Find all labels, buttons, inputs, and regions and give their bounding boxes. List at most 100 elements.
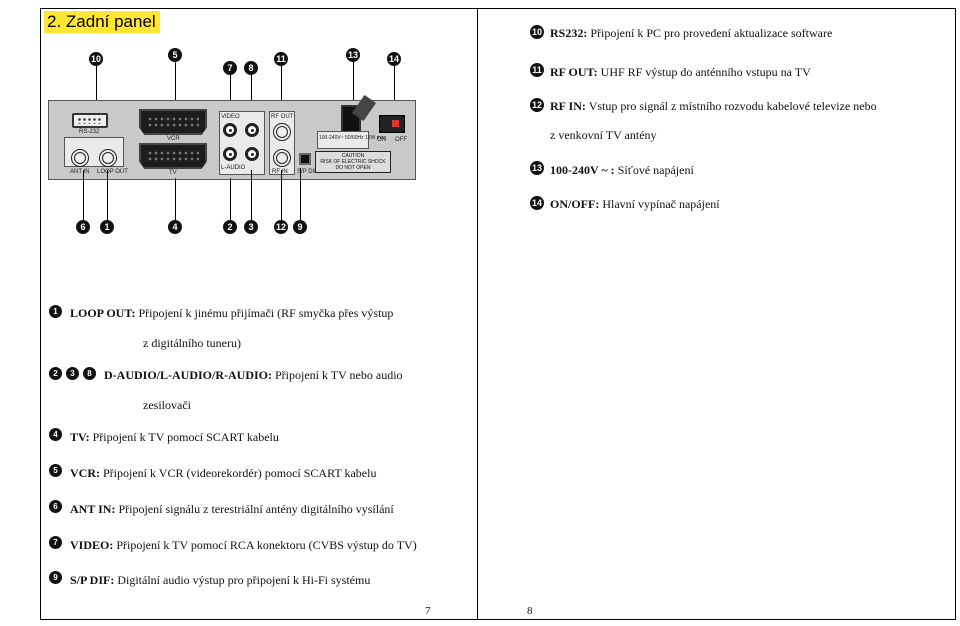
desc-audio-cont: zesilovači bbox=[143, 398, 191, 412]
item-badge-1: 1 bbox=[49, 305, 62, 318]
desc-vcr: VCR: Připojení k VCR (videorekordér) pom… bbox=[70, 466, 376, 481]
caution-label: CAUTION RISK OF ELECTRIC SHOCK DO NOT OP… bbox=[315, 151, 391, 173]
desc-rf-out: RF OUT: UHF RF výstup do anténního vstup… bbox=[550, 65, 811, 80]
page-number-left: 7 bbox=[425, 605, 431, 617]
r-audio-rca-port bbox=[245, 123, 259, 137]
item-badge-2: 2 bbox=[49, 367, 62, 380]
spdif-label: S/P DIF bbox=[297, 169, 318, 175]
l-audio-rca-port bbox=[223, 147, 237, 161]
video-label: VIDEO bbox=[221, 114, 240, 120]
text: Digitální audio výstup pro připojení k H… bbox=[117, 573, 371, 587]
item-badge-14: 14 bbox=[530, 196, 544, 210]
loop-out-port bbox=[99, 149, 117, 167]
leader-line bbox=[107, 170, 108, 220]
text: Připojení k PC pro provedení aktualizace… bbox=[590, 26, 833, 40]
item-badge-7: 7 bbox=[49, 536, 62, 549]
leader-line bbox=[96, 66, 97, 119]
callout-8: 8 bbox=[244, 61, 258, 75]
off-label: OFF bbox=[395, 137, 407, 143]
leader-line bbox=[281, 170, 282, 220]
term: 100-240V ~ : bbox=[550, 163, 615, 177]
callout-3: 3 bbox=[244, 220, 258, 234]
term: LOOP OUT: bbox=[70, 306, 136, 320]
item-badge-9: 9 bbox=[49, 571, 62, 584]
rf-plate bbox=[269, 111, 295, 175]
desc-rf-in-cont: z venkovní TV antény bbox=[550, 128, 657, 142]
item-badge-11: 11 bbox=[530, 63, 544, 77]
vcr-label: VCR bbox=[167, 136, 180, 142]
desc-rs232: RS232: Připojení k PC pro provedení aktu… bbox=[550, 26, 832, 41]
tv-scart-port bbox=[139, 143, 207, 169]
leader-line bbox=[353, 62, 354, 106]
desc-on-off: ON/OFF: Hlavní vypínač napájení bbox=[550, 197, 720, 212]
page-divider bbox=[477, 8, 478, 620]
rf-out-label: RF OUT bbox=[271, 114, 294, 120]
leader-line bbox=[281, 66, 282, 112]
text: Síťové napájení bbox=[617, 163, 694, 177]
desc-ant-in: ANT IN: Připojení signálu z terestriální… bbox=[70, 502, 394, 517]
item-badge-10: 10 bbox=[530, 25, 544, 39]
term: RF IN: bbox=[550, 99, 586, 113]
term: VCR: bbox=[70, 466, 100, 480]
leader-line bbox=[230, 75, 231, 118]
desc-loop-out: LOOP OUT: Připojení k jinému přijímači (… bbox=[70, 306, 393, 321]
item-badge-12: 12 bbox=[530, 98, 544, 112]
callout-10: 10 bbox=[89, 52, 103, 66]
loop-out-label: LOOP OUT bbox=[97, 169, 128, 175]
callout-5: 5 bbox=[168, 48, 182, 62]
vcr-scart-port bbox=[139, 109, 207, 135]
rating-plate bbox=[317, 131, 369, 149]
desc-spdif: S/P DIF: Digitální audio výstup pro přip… bbox=[70, 573, 370, 588]
tv-label: TV bbox=[169, 170, 177, 176]
ant-in-port bbox=[71, 149, 89, 167]
desc-video: VIDEO: Připojení k TV pomocí RCA konekto… bbox=[70, 538, 417, 553]
rf-out-port bbox=[273, 123, 291, 141]
r-audio-rca-port-2 bbox=[245, 147, 259, 161]
callout-13: 13 bbox=[346, 48, 360, 62]
page-number-right: 8 bbox=[527, 605, 533, 617]
text: Připojení k jinému přijímači (RF smyčka … bbox=[138, 306, 394, 320]
leader-line bbox=[175, 62, 176, 112]
text: Hlavní vypínač napájení bbox=[602, 197, 720, 211]
term: RF OUT: bbox=[550, 65, 598, 79]
callout-11: 11 bbox=[274, 52, 288, 66]
page-frame bbox=[40, 8, 956, 620]
video-rca-port bbox=[223, 123, 237, 137]
text: Připojení k TV pomocí RCA konektoru (CVB… bbox=[116, 538, 417, 552]
on-off-switch bbox=[379, 115, 405, 133]
item-badge-8: 8 bbox=[83, 367, 96, 380]
leader-line bbox=[300, 168, 301, 220]
desc-rf-in: RF IN: Vstup pro signál z místního rozvo… bbox=[550, 99, 877, 114]
text: Vstup pro signál z místního rozvodu kabe… bbox=[588, 99, 877, 113]
caution-text: RISK OF ELECTRIC SHOCK DO NOT OPEN bbox=[320, 159, 386, 171]
callout-2: 2 bbox=[223, 220, 237, 234]
leader-line bbox=[83, 170, 84, 220]
desc-loop-out-cont: z digitálního tuneru) bbox=[143, 336, 241, 350]
term: ON/OFF: bbox=[550, 197, 600, 211]
leader-line bbox=[230, 178, 231, 220]
term: S/P DIF: bbox=[70, 573, 115, 587]
callout-9: 9 bbox=[293, 220, 307, 234]
receiver-rear-panel: RS-232 ANT IN LOOP OUT VCR TV VIDEO L-AU… bbox=[48, 94, 416, 180]
power-rating-label: 100-240V~ 50/60Hz 15W max bbox=[319, 135, 387, 141]
item-badge-13: 13 bbox=[530, 161, 544, 175]
text: UHF RF výstup do anténního vstupu na TV bbox=[600, 65, 811, 79]
term: D-AUDIO/L-AUDIO/R-AUDIO: bbox=[104, 368, 272, 382]
text: Připojení k VCR (videorekordér) pomocí S… bbox=[103, 466, 377, 480]
section-title: 2. Zadní panel bbox=[44, 11, 160, 33]
term: RS232: bbox=[550, 26, 588, 40]
leader-line bbox=[175, 178, 176, 220]
spdif-port bbox=[299, 153, 311, 165]
text: Připojení k TV pomocí SCART kabelu bbox=[92, 430, 279, 444]
item-badge-3: 3 bbox=[66, 367, 79, 380]
callout-14: 14 bbox=[387, 52, 401, 66]
callout-12: 12 bbox=[274, 220, 288, 234]
caution-title: CAUTION bbox=[341, 153, 365, 159]
rf-in-port bbox=[273, 149, 291, 167]
on-label: ON bbox=[377, 137, 386, 143]
audio-video-plate bbox=[219, 111, 265, 175]
desc-power: 100-240V ~ : Síťové napájení bbox=[550, 163, 694, 178]
text: Připojení k TV nebo audio bbox=[275, 368, 403, 382]
callout-1: 1 bbox=[100, 220, 114, 234]
rf-in-label: RF IN bbox=[272, 169, 288, 175]
